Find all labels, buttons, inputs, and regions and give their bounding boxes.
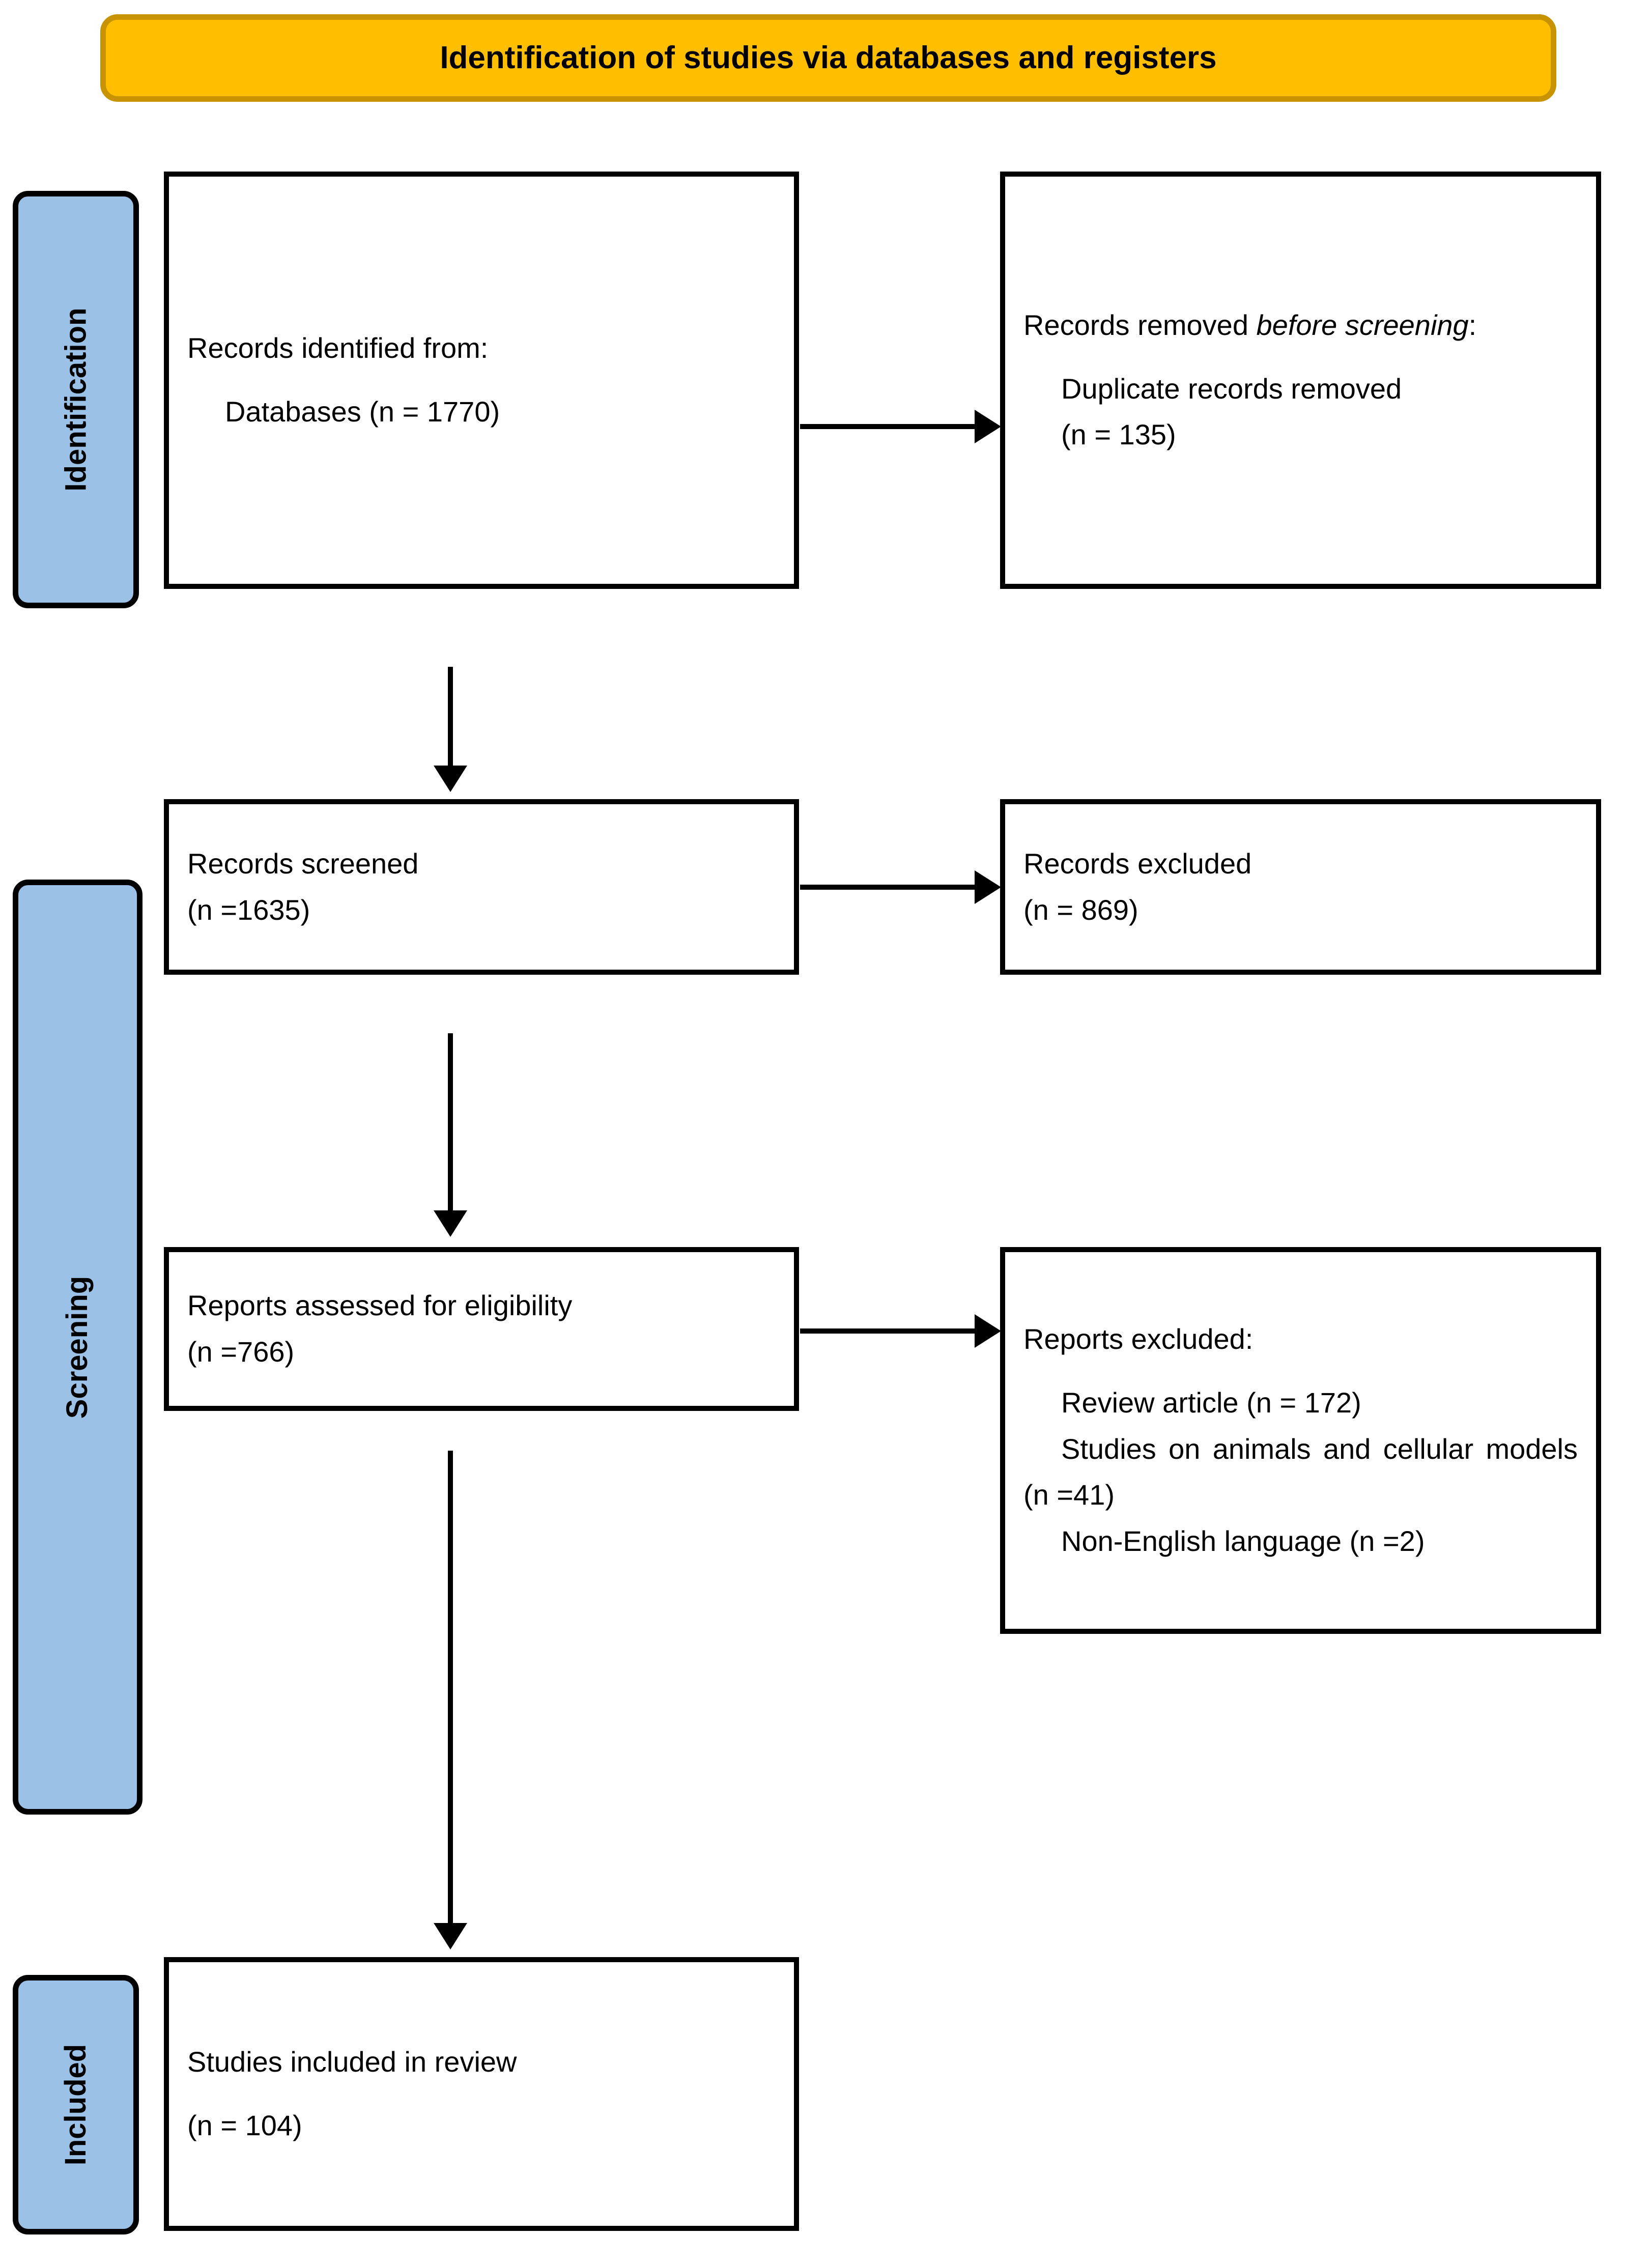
diagram-header-banner: Identification of studies via databases … (100, 14, 1556, 102)
arrow-shaft (448, 667, 453, 766)
reports-excluded-line3: Studies on animals and cellular models (… (1023, 1432, 1586, 1511)
page-title: Identification of studies via databases … (440, 40, 1217, 75)
node-studies-included-in-review: Studies included in review (n = 104) (164, 1957, 799, 2231)
records-removed-line1-italic: before screening (1256, 308, 1469, 341)
arrow-head-down-icon (434, 1923, 467, 1949)
records-screened-line2: (n =1635) (187, 893, 310, 926)
records-excluded-line2: (n = 869) (1023, 893, 1138, 926)
stage-label-screening: Screening (61, 1276, 94, 1419)
stage-bar-included: Included (13, 1975, 139, 2234)
records-removed-line1-suffix: : (1468, 308, 1477, 341)
arrow-shaft (448, 1451, 453, 1923)
studies-included-line2: (n = 104) (187, 2109, 302, 2141)
node-records-identified: Records identified from: Databases (n = … (164, 172, 799, 589)
stage-label-included: Included (59, 2044, 92, 2166)
node-reports-assessed-for-eligibility: Reports assessed for eligibility (n =766… (164, 1247, 799, 1411)
stage-bar-identification: Identification (13, 191, 139, 608)
records-removed-line3: (n = 135) (1061, 418, 1176, 451)
records-excluded-line1: Records excluded (1023, 847, 1252, 880)
reports-excluded-line1: Reports excluded: (1023, 1323, 1254, 1355)
node-records-removed-before-screening: Records removed before screening: Duplic… (1000, 172, 1601, 589)
reports-assessed-line2: (n =766) (187, 1336, 295, 1368)
node-records-excluded: Records excluded (n = 869) (1000, 799, 1601, 975)
arrow-head-down-icon (434, 1210, 467, 1237)
records-identified-line2: Databases (n = 1770) (225, 395, 500, 428)
records-removed-line1-prefix: Records removed (1023, 308, 1257, 341)
stage-label-identification: Identification (59, 307, 93, 492)
arrow-head-right-icon (975, 410, 1001, 443)
reports-excluded-line4: Non-English language (n =2) (1061, 1525, 1425, 1558)
reports-excluded-line2: Review article (n = 172) (1061, 1386, 1361, 1419)
records-identified-line1: Records identified from: (187, 332, 489, 364)
stage-bar-screening: Screening (13, 880, 143, 1815)
arrow-head-right-icon (975, 870, 1001, 904)
records-removed-line2: Duplicate records removed (1061, 372, 1402, 405)
studies-included-line1: Studies included in review (187, 2046, 517, 2078)
reports-assessed-line1: Reports assessed for eligibility (187, 1289, 573, 1322)
arrow-shaft (800, 1328, 975, 1334)
arrow-shaft (800, 424, 975, 429)
arrow-shaft (800, 885, 975, 890)
arrow-head-down-icon (434, 766, 467, 792)
arrow-shaft (448, 1033, 453, 1210)
node-records-screened: Records screened (n =1635) (164, 799, 799, 975)
node-reports-excluded: Reports excluded: Review article (n = 17… (1000, 1247, 1601, 1634)
records-screened-line1: Records screened (187, 847, 419, 880)
records-removed-line1: Records removed before screening: (1023, 302, 1578, 349)
arrow-head-right-icon (975, 1314, 1001, 1348)
